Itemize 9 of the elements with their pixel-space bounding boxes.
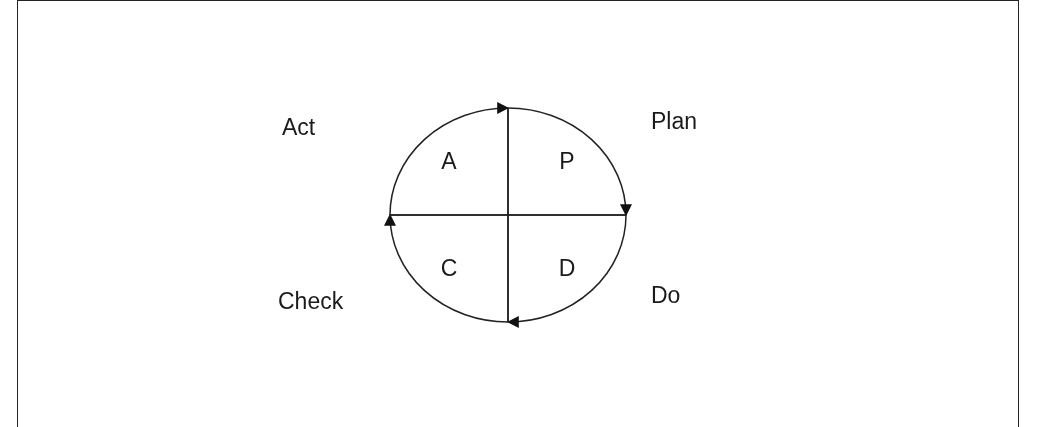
quadrant-letter: C bbox=[440, 257, 458, 280]
stage-label: Do bbox=[651, 284, 681, 307]
stage-label: Plan bbox=[651, 110, 698, 133]
stage-label: Act bbox=[282, 116, 316, 139]
cycle-arrow bbox=[389, 102, 510, 216]
quadrant-letter: P bbox=[559, 150, 575, 173]
quadrant-letter: A bbox=[441, 150, 457, 173]
quadrant-letter: D bbox=[558, 257, 576, 280]
stage-label: Check bbox=[278, 290, 344, 313]
